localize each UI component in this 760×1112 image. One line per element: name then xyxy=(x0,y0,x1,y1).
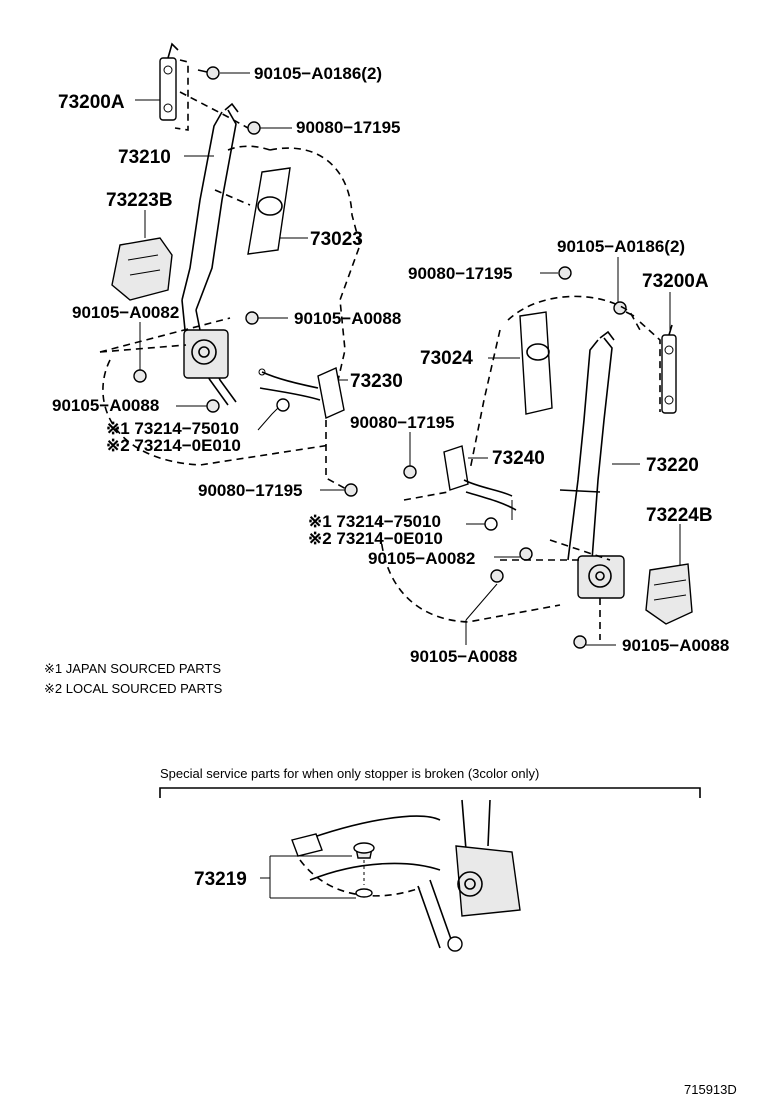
inner-buckle-73230 xyxy=(258,367,345,419)
callout-90105-a0088-right-upper: 90105−A0088 xyxy=(410,647,517,666)
bolt-90105-a0186-right xyxy=(613,301,635,317)
note-local-sourced: ※2 LOCAL SOURCED PARTS xyxy=(44,681,223,696)
figure-code: 715913D xyxy=(684,1082,737,1097)
bolt-90105-a0088-upper-left xyxy=(245,311,259,325)
bolt-90105-a0088-right-lower xyxy=(573,635,587,649)
callout-73210: 73210 xyxy=(118,147,171,168)
bolt-90105-a0082-right xyxy=(519,547,533,561)
retractor-left xyxy=(183,329,229,379)
callout-73214-75010-left: ※1 73214−75010 xyxy=(106,419,239,438)
callout-bracket-73219 xyxy=(260,855,356,899)
pillar-garnish-73024 xyxy=(519,311,553,415)
callout-73200a-left: 73200A xyxy=(58,92,125,113)
callout-90105-a0186-right: 90105−A0186(2) xyxy=(557,237,685,256)
inner-buckle-73240 xyxy=(443,445,517,520)
callout-73200a-right: 73200A xyxy=(642,271,709,292)
washer-73214-right xyxy=(484,517,498,531)
special-service-heading: Special service parts for when only stop… xyxy=(160,766,539,781)
nut-90080-17195-right-top xyxy=(558,266,572,280)
nut-90080-17195-bottom-left xyxy=(344,483,358,497)
callout-73214-0e010-right: ※2 73214−0E010 xyxy=(308,529,443,548)
callout-73024: 73024 xyxy=(420,348,473,369)
retractor-cover-73223b xyxy=(111,237,173,301)
bolt-90105-a0088-lower-left xyxy=(206,399,220,413)
callout-73214-75010-right: ※1 73214−75010 xyxy=(308,512,441,531)
callout-90105-a0082-right: 90105−A0082 xyxy=(368,549,475,568)
note-japan-sourced: ※1 JAPAN SOURCED PARTS xyxy=(44,661,221,676)
callout-73220: 73220 xyxy=(646,455,699,476)
callout-73023: 73023 xyxy=(310,229,363,250)
callout-90080-17195-right-top: 90080−17195 xyxy=(408,264,512,283)
callout-73240: 73240 xyxy=(492,448,545,469)
special-service-bracket xyxy=(159,787,701,798)
callout-90105-a0088-right-lower: 90105−A0088 xyxy=(622,636,729,655)
callout-73230: 73230 xyxy=(350,371,403,392)
bolt-90105-a0186-left xyxy=(197,66,220,80)
bolt-90105-a0088-right-upper xyxy=(490,569,504,583)
callout-73219: 73219 xyxy=(194,869,247,890)
stopper-parts-73219 xyxy=(353,842,375,898)
callout-90105-a0088-left-lower: 90105−A0088 xyxy=(52,396,159,415)
callout-90080-17195-top: 90080−17195 xyxy=(296,118,400,137)
nut-90080-17195-top xyxy=(247,121,261,135)
callout-73223b: 73223B xyxy=(106,190,173,211)
callout-90105-a0186-left: 90105−A0186(2) xyxy=(254,64,382,83)
pillar-garnish-73023 xyxy=(247,167,291,255)
nut-90080-17195-right-mid xyxy=(403,465,417,479)
bolt-90105-a0082-left xyxy=(133,369,147,383)
callout-90105-a0088-left-upper: 90105−A0088 xyxy=(294,309,401,328)
callout-90080-17195-bottom-left: 90080−17195 xyxy=(198,481,302,500)
washer-73214-left xyxy=(276,398,290,412)
stopper-detail-drawing xyxy=(291,799,521,952)
callout-73224b: 73224B xyxy=(646,505,713,526)
shoulder-anchor-adjuster-left xyxy=(159,42,179,121)
callout-90080-17195-right-mid: 90080−17195 xyxy=(350,413,454,432)
retractor-cover-73224b xyxy=(645,563,693,625)
shoulder-anchor-adjuster-right xyxy=(661,324,677,414)
outer-belt-assembly-73220 xyxy=(559,330,615,561)
callout-90105-a0082-left: 90105−A0082 xyxy=(72,303,179,322)
callout-73214-0e010-left: ※2 73214−0E010 xyxy=(106,436,241,455)
retractor-right xyxy=(577,555,625,599)
